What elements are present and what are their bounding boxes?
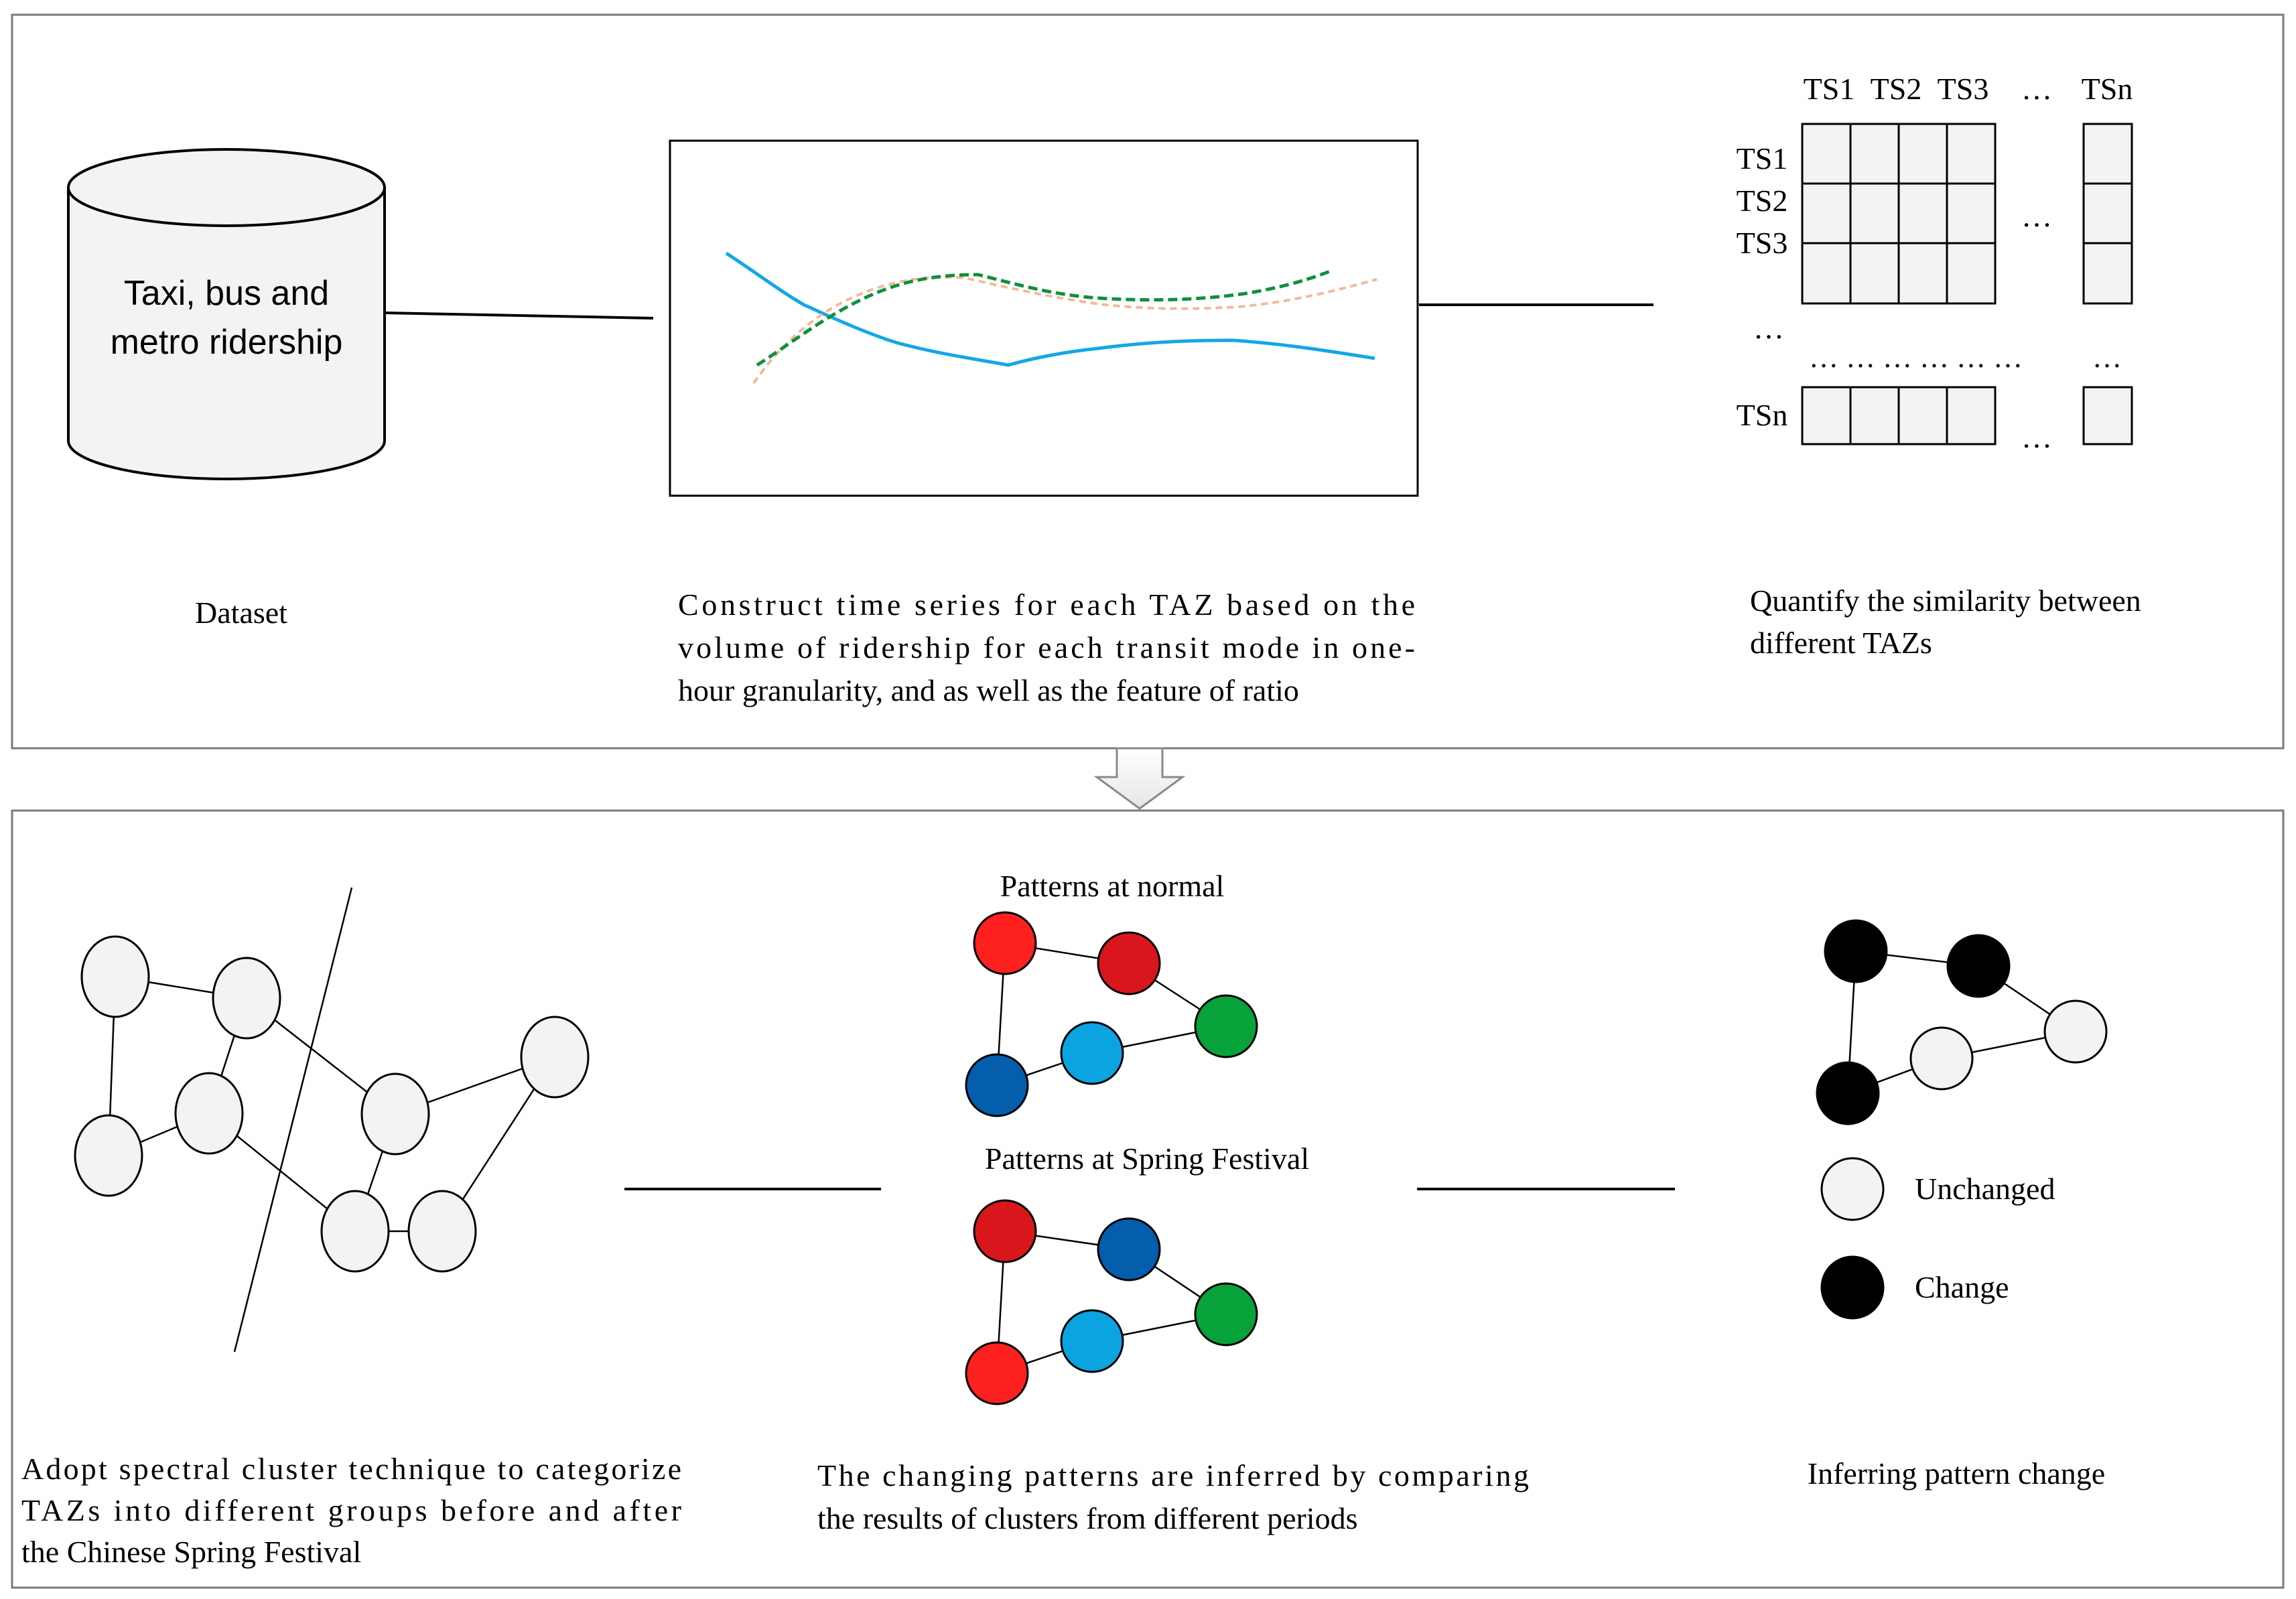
cluster-node: [80, 935, 150, 1018]
node-green: [1194, 994, 1258, 1058]
inference-graph: [1816, 919, 2108, 1125]
col-header-ts2: TS2: [1871, 72, 1922, 106]
row-header-ellipsis: …: [1753, 311, 1784, 345]
node-unchanged: [1909, 1026, 1974, 1091]
node-red-bright: [965, 1341, 1029, 1405]
cluster-node: [74, 1114, 143, 1197]
timeseries-caption-line3: hour granularity, and as well as the fea…: [678, 673, 1299, 707]
cluster-node: [212, 957, 281, 1040]
matrix-bottom-row: [1801, 386, 2133, 445]
timeseries-chart: [669, 139, 1419, 497]
legend-change-swatch: [1820, 1255, 1885, 1320]
series-line-green-dashed: [756, 268, 1334, 367]
row-header-tsn: TSn: [1737, 398, 1788, 432]
patterns-caption-line1: The changing patterns are inferred by co…: [817, 1458, 1529, 1492]
col-header-tsn: TSn: [2082, 72, 2133, 106]
cluster-graph: [74, 887, 590, 1352]
node-red-bright: [973, 911, 1037, 975]
matrix-ellipsis-bottom: …: [2021, 420, 2052, 454]
legend-unchanged-label: Unchanged: [1915, 1172, 2055, 1206]
row-header-ts3: TS3: [1737, 226, 1788, 260]
dataset-caption: Dataset: [195, 596, 287, 630]
series-line-blue: [725, 251, 1375, 367]
legend-change-label: Change: [1915, 1270, 2009, 1304]
matrix-ellipsis-mid: …: [2021, 199, 2052, 233]
clustering-caption-line3: the Chinese Spring Festival: [21, 1535, 361, 1569]
node-blue-dark: [965, 1053, 1029, 1117]
timeseries-frame: [669, 139, 1419, 497]
database-cylinder: Taxi, bus and metro ridership: [67, 148, 386, 480]
col-header-ts3: TS3: [1938, 72, 1989, 106]
node-red-dark: [1097, 931, 1161, 995]
node-blue-light: [1060, 1309, 1124, 1373]
patterns-normal-title: Patterns at normal: [1000, 869, 1225, 903]
database-label-line1: Taxi, bus and: [124, 274, 329, 313]
node-blue-light: [1060, 1021, 1124, 1085]
node-change: [1824, 919, 1888, 983]
row-header-ts1: TS1: [1737, 141, 1788, 176]
patterns-festival-title: Patterns at Spring Festival: [985, 1141, 1309, 1176]
matrix-dots-right: …: [2092, 341, 2122, 374]
clustering-caption-line2: TAZs into different groups before and af…: [21, 1493, 681, 1527]
patterns-festival-graph: [965, 1199, 1258, 1405]
inference-caption: Inferring pattern change: [1808, 1456, 2105, 1490]
similarity-matrix: TS1 TS2 TS3 … TSn TS1 TS2 TS3 … TSn … … …: [1737, 72, 2133, 454]
matrix-grid: [1801, 123, 1997, 305]
database-label-line2: metro ridership: [111, 323, 343, 362]
cluster-node: [520, 1016, 590, 1099]
node-blue-dark: [1097, 1217, 1161, 1281]
patterns-normal-graph: [965, 911, 1258, 1117]
node-unchanged: [2043, 999, 2108, 1064]
cluster-node: [407, 1190, 477, 1273]
series-line-orange-dashed: [752, 275, 1377, 385]
matrix-caption-line1: Quantify the similarity between: [1750, 583, 2141, 618]
cluster-node: [174, 1072, 244, 1155]
row-header-ts2: TS2: [1737, 184, 1788, 218]
node-change: [1946, 934, 2011, 998]
timeseries-caption-line2: volume of ridership for each transit mod…: [678, 630, 1415, 665]
patterns-caption-line2: the results of clusters from different p…: [817, 1501, 1357, 1535]
inference-legend: Unchanged Change: [1820, 1157, 2055, 1320]
clustering-caption-line1: Adopt spectral cluster technique to cate…: [21, 1452, 681, 1486]
cluster-node: [360, 1072, 430, 1156]
node-change: [1816, 1061, 1880, 1125]
down-arrow-icon: [1093, 747, 1186, 810]
matrix-last-column: [2082, 123, 2133, 305]
matrix-dots-row: … … … … … …: [1809, 341, 2023, 374]
node-green: [1194, 1282, 1258, 1346]
node-red-dark: [973, 1199, 1037, 1263]
timeseries-caption-line1: Construct time series for each TAZ based…: [678, 587, 1415, 622]
matrix-caption-line2: different TAZs: [1750, 626, 1932, 660]
legend-unchanged-swatch: [1820, 1157, 1885, 1221]
col-header-ts1: TS1: [1804, 72, 1855, 106]
cluster-node: [320, 1190, 390, 1273]
connector-db-chart: [384, 311, 654, 320]
col-header-ellipsis: …: [2021, 72, 2052, 106]
